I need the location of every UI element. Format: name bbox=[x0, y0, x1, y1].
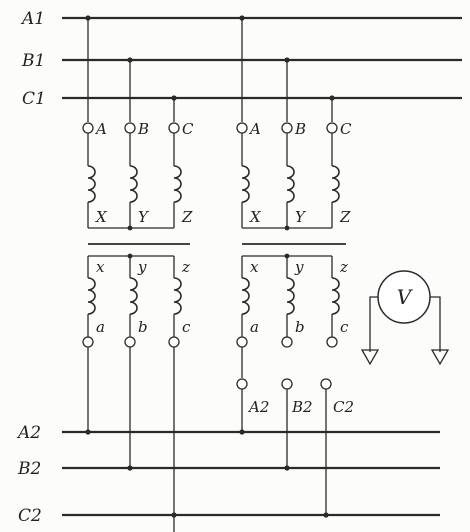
right-terminal-b bbox=[281, 336, 293, 348]
left-junction-c2 bbox=[171, 512, 177, 518]
left-secondary-coil-b bbox=[129, 277, 138, 315]
right-primary-coil-a bbox=[241, 165, 250, 203]
right-output-terminal-a2 bbox=[236, 378, 248, 390]
right-label-x: x bbox=[250, 258, 259, 276]
left-label-y: y bbox=[137, 258, 147, 276]
bus-a1-label: A1 bbox=[20, 9, 45, 29]
bus-c2-label: C2 bbox=[18, 506, 42, 526]
right-terminal-B bbox=[281, 122, 293, 134]
right-label-z: z bbox=[339, 258, 348, 276]
right-terminal-c bbox=[326, 336, 338, 348]
right-label-y: y bbox=[294, 258, 304, 276]
right-output-label-A2: A2 bbox=[247, 398, 269, 416]
right-label-Y: Y bbox=[295, 208, 307, 226]
right-label-b: b bbox=[295, 318, 305, 336]
voltmeter-lead-right bbox=[430, 296, 441, 352]
right-junction-c2 bbox=[323, 512, 329, 518]
left-transformer: A B C X Y Z x y z a bbox=[82, 15, 194, 532]
left-primary-coil-a bbox=[87, 165, 96, 203]
right-primary-coil-b bbox=[286, 165, 295, 203]
left-secondary-coil-a bbox=[87, 277, 96, 315]
left-primary-coil-c bbox=[173, 165, 182, 203]
right-output-terminal-b2 bbox=[281, 378, 293, 390]
left-label-Z: Z bbox=[181, 208, 193, 226]
left-label-X: X bbox=[95, 208, 108, 226]
right-label-X: X bbox=[249, 208, 262, 226]
right-output-label-C2: C2 bbox=[333, 398, 354, 416]
left-junction-a2 bbox=[85, 429, 91, 435]
left-label-z: z bbox=[181, 258, 190, 276]
voltmeter-lead-left bbox=[369, 296, 378, 352]
left-terminal-C bbox=[168, 122, 180, 134]
right-label-C: C bbox=[340, 120, 352, 138]
right-transformer: A B C X Y Z x y z a bbox=[236, 15, 354, 518]
bus-b1-label: B1 bbox=[21, 51, 45, 71]
left-terminal-B bbox=[124, 122, 136, 134]
left-label-a: a bbox=[96, 318, 105, 336]
left-label-B: B bbox=[137, 120, 149, 138]
right-terminal-a bbox=[236, 336, 248, 348]
left-label-C: C bbox=[182, 120, 194, 138]
left-terminal-c bbox=[168, 336, 180, 348]
left-junction-a1 bbox=[85, 15, 91, 21]
right-junction-c1 bbox=[329, 95, 335, 101]
right-output-terminal-c2 bbox=[320, 378, 332, 390]
left-junction-b1 bbox=[127, 57, 133, 63]
left-junction-c1 bbox=[171, 95, 177, 101]
right-output-label-B2: B2 bbox=[291, 398, 313, 416]
right-label-A: A bbox=[248, 120, 261, 138]
bus-c1-label: C1 bbox=[22, 89, 46, 109]
right-label-a: a bbox=[250, 318, 259, 336]
left-terminal-a bbox=[82, 336, 94, 348]
left-secondary-coil-c bbox=[173, 277, 182, 315]
right-terminal-C bbox=[326, 122, 338, 134]
left-label-x: x bbox=[96, 258, 105, 276]
right-junction-b1 bbox=[284, 57, 290, 63]
right-label-Z: Z bbox=[339, 208, 351, 226]
left-primary-coil-b bbox=[129, 165, 138, 203]
voltmeter-probe-right-icon bbox=[430, 349, 450, 366]
left-terminal-b bbox=[124, 336, 136, 348]
voltmeter-probe-left-icon bbox=[360, 349, 380, 366]
right-secondary-coil-a bbox=[241, 277, 250, 315]
right-primary-neutral-dot bbox=[284, 225, 290, 231]
left-label-b: b bbox=[138, 318, 148, 336]
left-label-Y: Y bbox=[138, 208, 150, 226]
voltmeter-symbol: V bbox=[397, 285, 414, 309]
right-secondary-coil-b bbox=[286, 277, 295, 315]
right-label-B: B bbox=[294, 120, 306, 138]
right-secondary-coil-c bbox=[331, 277, 340, 315]
voltmeter: V bbox=[360, 270, 450, 366]
left-primary-neutral-dot bbox=[127, 225, 133, 231]
left-terminal-A bbox=[82, 122, 94, 134]
right-terminal-A bbox=[236, 122, 248, 134]
right-label-c: c bbox=[340, 318, 349, 336]
right-junction-a1 bbox=[239, 15, 245, 21]
left-label-c: c bbox=[182, 318, 191, 336]
left-junction-b2 bbox=[127, 465, 133, 471]
left-label-A: A bbox=[94, 120, 107, 138]
right-junction-b2 bbox=[284, 465, 290, 471]
bus-a2-label: A2 bbox=[16, 423, 41, 443]
right-primary-coil-c bbox=[331, 165, 340, 203]
bus-b2-label: B2 bbox=[17, 459, 41, 479]
right-junction-a2 bbox=[239, 429, 245, 435]
